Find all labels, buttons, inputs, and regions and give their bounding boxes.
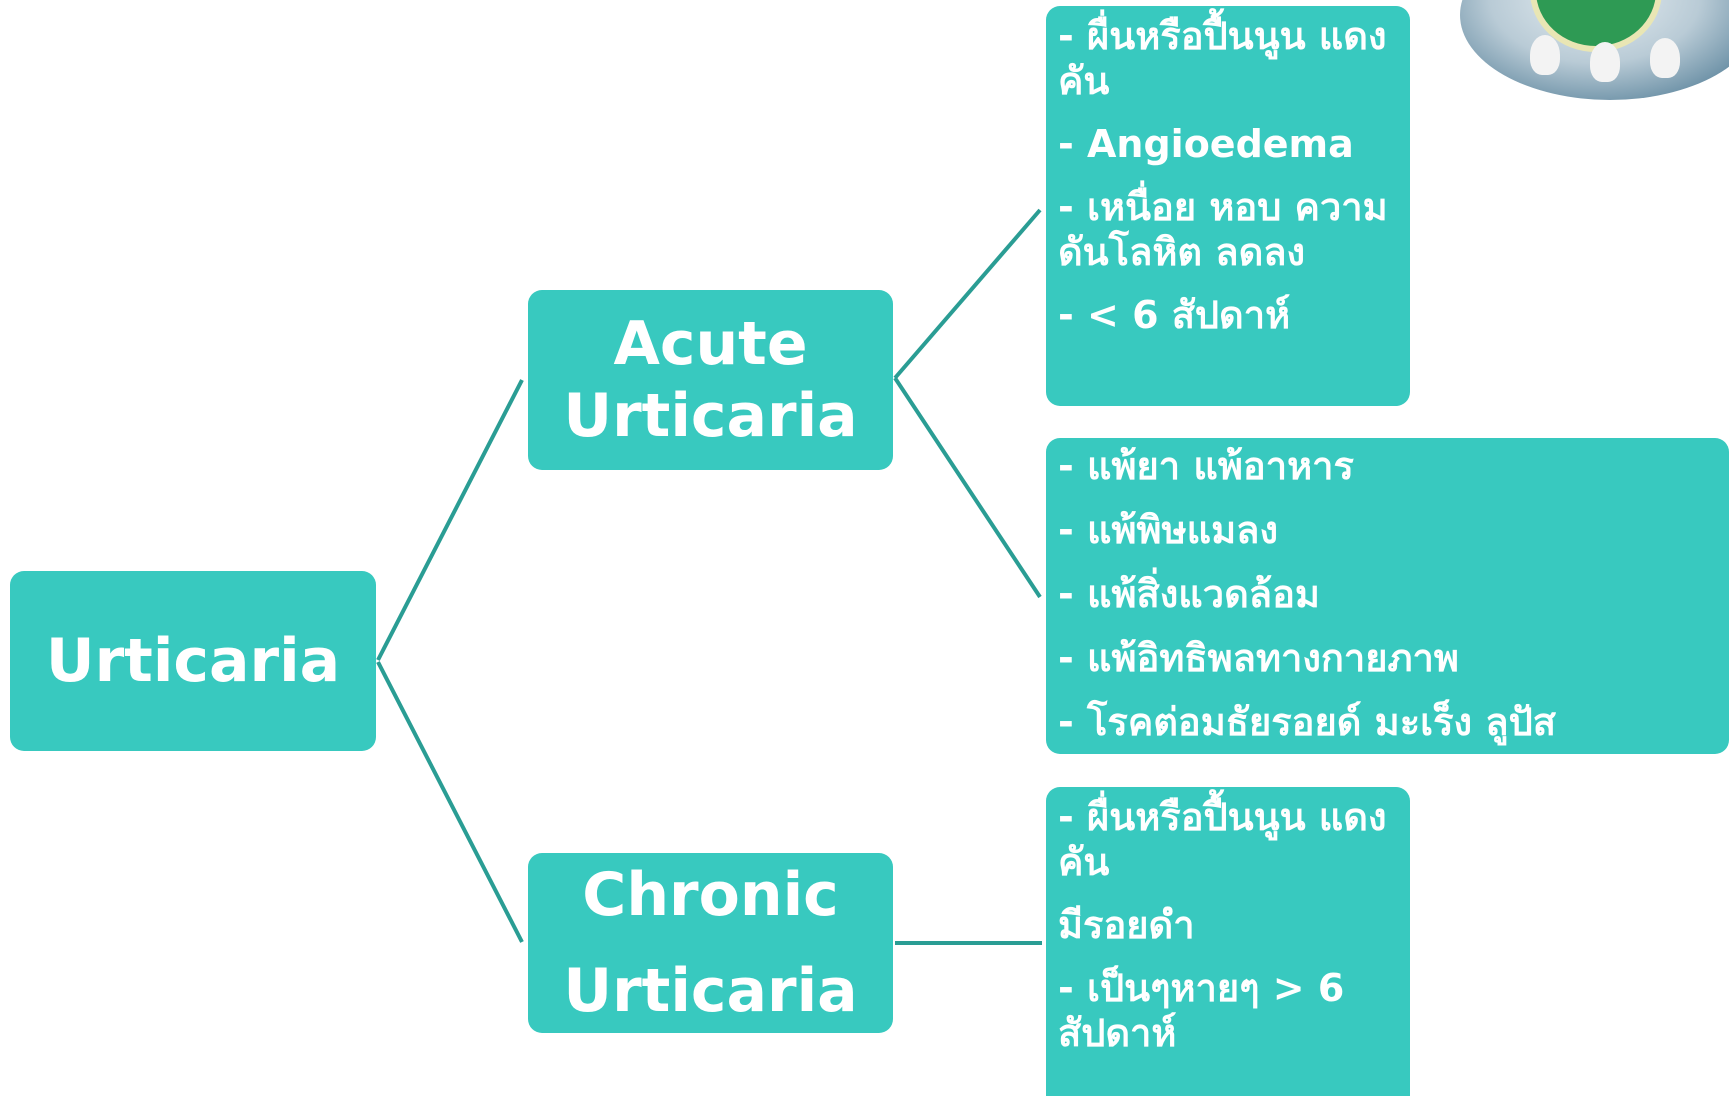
- root-label: Urticaria: [45, 626, 341, 696]
- logo-figure: [1590, 42, 1620, 82]
- acute-symptoms-box: - ผื่นหรือปื้นนูน แดงคัน - Angioedema - …: [1046, 6, 1410, 406]
- connector-root-acute: [376, 379, 524, 661]
- connector-root-chronic: [376, 661, 524, 943]
- chronic-detail-item: - ผื่นหรือปื้นนูน แดงคัน: [1058, 795, 1387, 884]
- logo-emblem: [1460, 0, 1729, 100]
- chronic-detail-item: - เป็นๆหายๆ > 6 สัปดาห์: [1058, 966, 1345, 1055]
- acute-symptom-item: - Angioedema: [1058, 122, 1354, 166]
- chronic-detail-item: มีรอยดำ: [1058, 903, 1195, 947]
- acute-cause-item: - แพ้สิ่งแวดล้อม: [1058, 572, 1320, 616]
- connector-acute-causes: [893, 376, 1042, 599]
- acute-cause-item: - แพ้ยา แพ้อาหาร: [1058, 444, 1354, 488]
- logo-figure: [1530, 35, 1560, 75]
- acute-symptom-item: - ผื่นหรือปื้นนูน แดงคัน: [1058, 14, 1387, 103]
- acute-symptom-item: - < 6 สัปดาห์: [1058, 293, 1291, 337]
- acute-label: Acute Urticaria: [563, 309, 858, 451]
- acute-node: Acute Urticaria: [528, 290, 893, 470]
- acute-symptom-item: - เหนื่อย หอบ ความดันโลหิต ลดลง: [1058, 185, 1388, 274]
- chronic-node: Chronic Urticaria: [528, 853, 893, 1033]
- chronic-label-line2: Urticaria: [563, 956, 858, 1026]
- acute-cause-item: - แพ้พิษแมลง: [1058, 508, 1279, 552]
- acute-cause-item: - โรคต่อมธัยรอยด์ มะเร็ง ลูปัส: [1058, 700, 1556, 744]
- root-node: Urticaria: [10, 571, 376, 751]
- logo-figure: [1650, 38, 1680, 78]
- chronic-label-line1: Chronic: [582, 860, 839, 930]
- acute-causes-box: - แพ้ยา แพ้อาหาร - แพ้พิษแมลง - แพ้สิ่งแ…: [1046, 438, 1729, 754]
- acute-cause-item: - แพ้อิทธิพลทางกายภาพ: [1058, 636, 1459, 680]
- chronic-details-box: - ผื่นหรือปื้นนูน แดงคัน มีรอยดำ - เป็นๆ…: [1046, 787, 1410, 1096]
- connector-acute-symptoms: [893, 208, 1042, 380]
